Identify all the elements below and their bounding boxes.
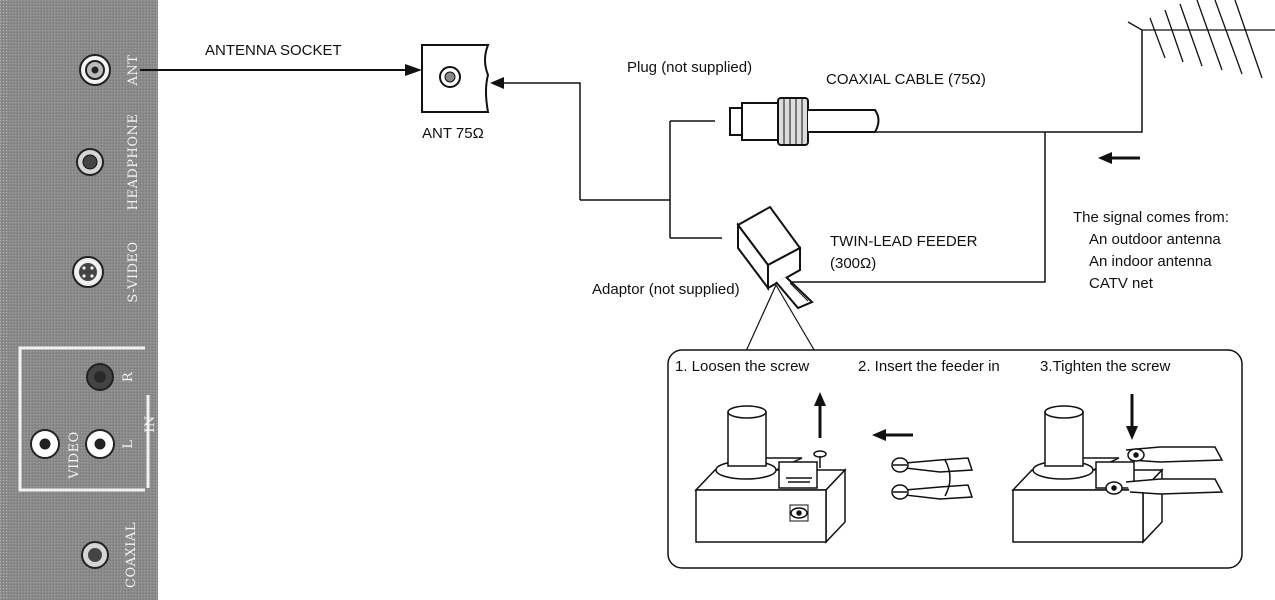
coaxial-cable-label: COAXIAL CABLE (75Ω) bbox=[826, 71, 986, 88]
step-2-label: 2. Insert the feeder in bbox=[858, 358, 1000, 375]
ant-jack-icon bbox=[79, 54, 111, 86]
panel-label-l: L bbox=[121, 439, 136, 448]
signal-direction-arrow-icon bbox=[1098, 152, 1140, 164]
panel-label-ant: ANT bbox=[126, 55, 141, 87]
panel-label-r: R bbox=[121, 371, 136, 382]
panel-label-headphone: HEADPHONE bbox=[126, 114, 141, 211]
audio-r-jack-icon bbox=[86, 363, 114, 391]
twin-lead-label-2: (300Ω) bbox=[830, 255, 876, 272]
callout-line-right bbox=[775, 284, 821, 361]
outdoor-antenna-icon bbox=[1127, 0, 1275, 79]
av-input-group: R L IN VIDEO bbox=[18, 346, 158, 492]
audio-l-jack-icon bbox=[85, 429, 115, 459]
tv-rear-panel: ANT HEADPHONE S-VIDEO R bbox=[0, 0, 158, 600]
ant-75-label: ANT 75Ω bbox=[422, 125, 484, 142]
signal-source-catv: CATV net bbox=[1089, 275, 1154, 292]
panel-label-video: VIDEO bbox=[67, 431, 82, 480]
twin-lead-label-1: TWIN-LEAD FEEDER bbox=[830, 233, 978, 250]
feed-to-outlet-arrowhead bbox=[490, 77, 504, 89]
antenna-socket-arrowhead bbox=[405, 64, 422, 76]
signal-source-indoor: An indoor antenna bbox=[1089, 253, 1212, 270]
wall-outlet-icon bbox=[421, 44, 490, 113]
signal-heading: The signal comes from: bbox=[1073, 209, 1229, 226]
steps-panel: 1. Loosen the screw 2. Insert the feeder… bbox=[667, 349, 1243, 569]
panel-inner-strip bbox=[8, 0, 156, 600]
loosen-arrow-icon bbox=[814, 392, 826, 438]
step-3-label: 3.Tighten the screw bbox=[1040, 358, 1171, 375]
adaptor-label: Adaptor (not supplied) bbox=[592, 281, 740, 298]
coaxial-plug-icon bbox=[729, 97, 809, 146]
headphone-jack-icon bbox=[76, 148, 104, 176]
s-video-jack-icon bbox=[72, 256, 104, 288]
panel-label-s-video: S-VIDEO bbox=[126, 241, 141, 302]
feeder-wires-icon bbox=[891, 457, 974, 500]
twin-lead-signal-line bbox=[790, 132, 1046, 283]
callout-line-left bbox=[741, 284, 777, 361]
step-1-label: 1. Loosen the screw bbox=[675, 358, 809, 375]
panel-label-coaxial: COAXIAL bbox=[124, 522, 139, 588]
av-group-frame bbox=[18, 346, 145, 492]
adaptor-icon bbox=[736, 205, 814, 310]
terminal-loosen-icon bbox=[694, 405, 847, 544]
coaxial-jack-icon bbox=[81, 541, 109, 569]
plug-label: Plug (not supplied) bbox=[627, 59, 752, 76]
coax-signal-line bbox=[875, 30, 1143, 133]
insert-arrow-icon bbox=[872, 429, 913, 441]
coaxial-cable bbox=[808, 109, 880, 133]
video-jack-icon bbox=[30, 429, 60, 459]
terminal-tighten-icon bbox=[1011, 405, 1224, 544]
tighten-arrow-icon bbox=[1126, 394, 1138, 440]
feed-to-outlet-line bbox=[500, 82, 581, 200]
panel-label-in: IN bbox=[143, 415, 158, 433]
antenna-socket-label: ANTENNA SOCKET bbox=[205, 42, 342, 59]
signal-source-outdoor: An outdoor antenna bbox=[1089, 231, 1221, 248]
